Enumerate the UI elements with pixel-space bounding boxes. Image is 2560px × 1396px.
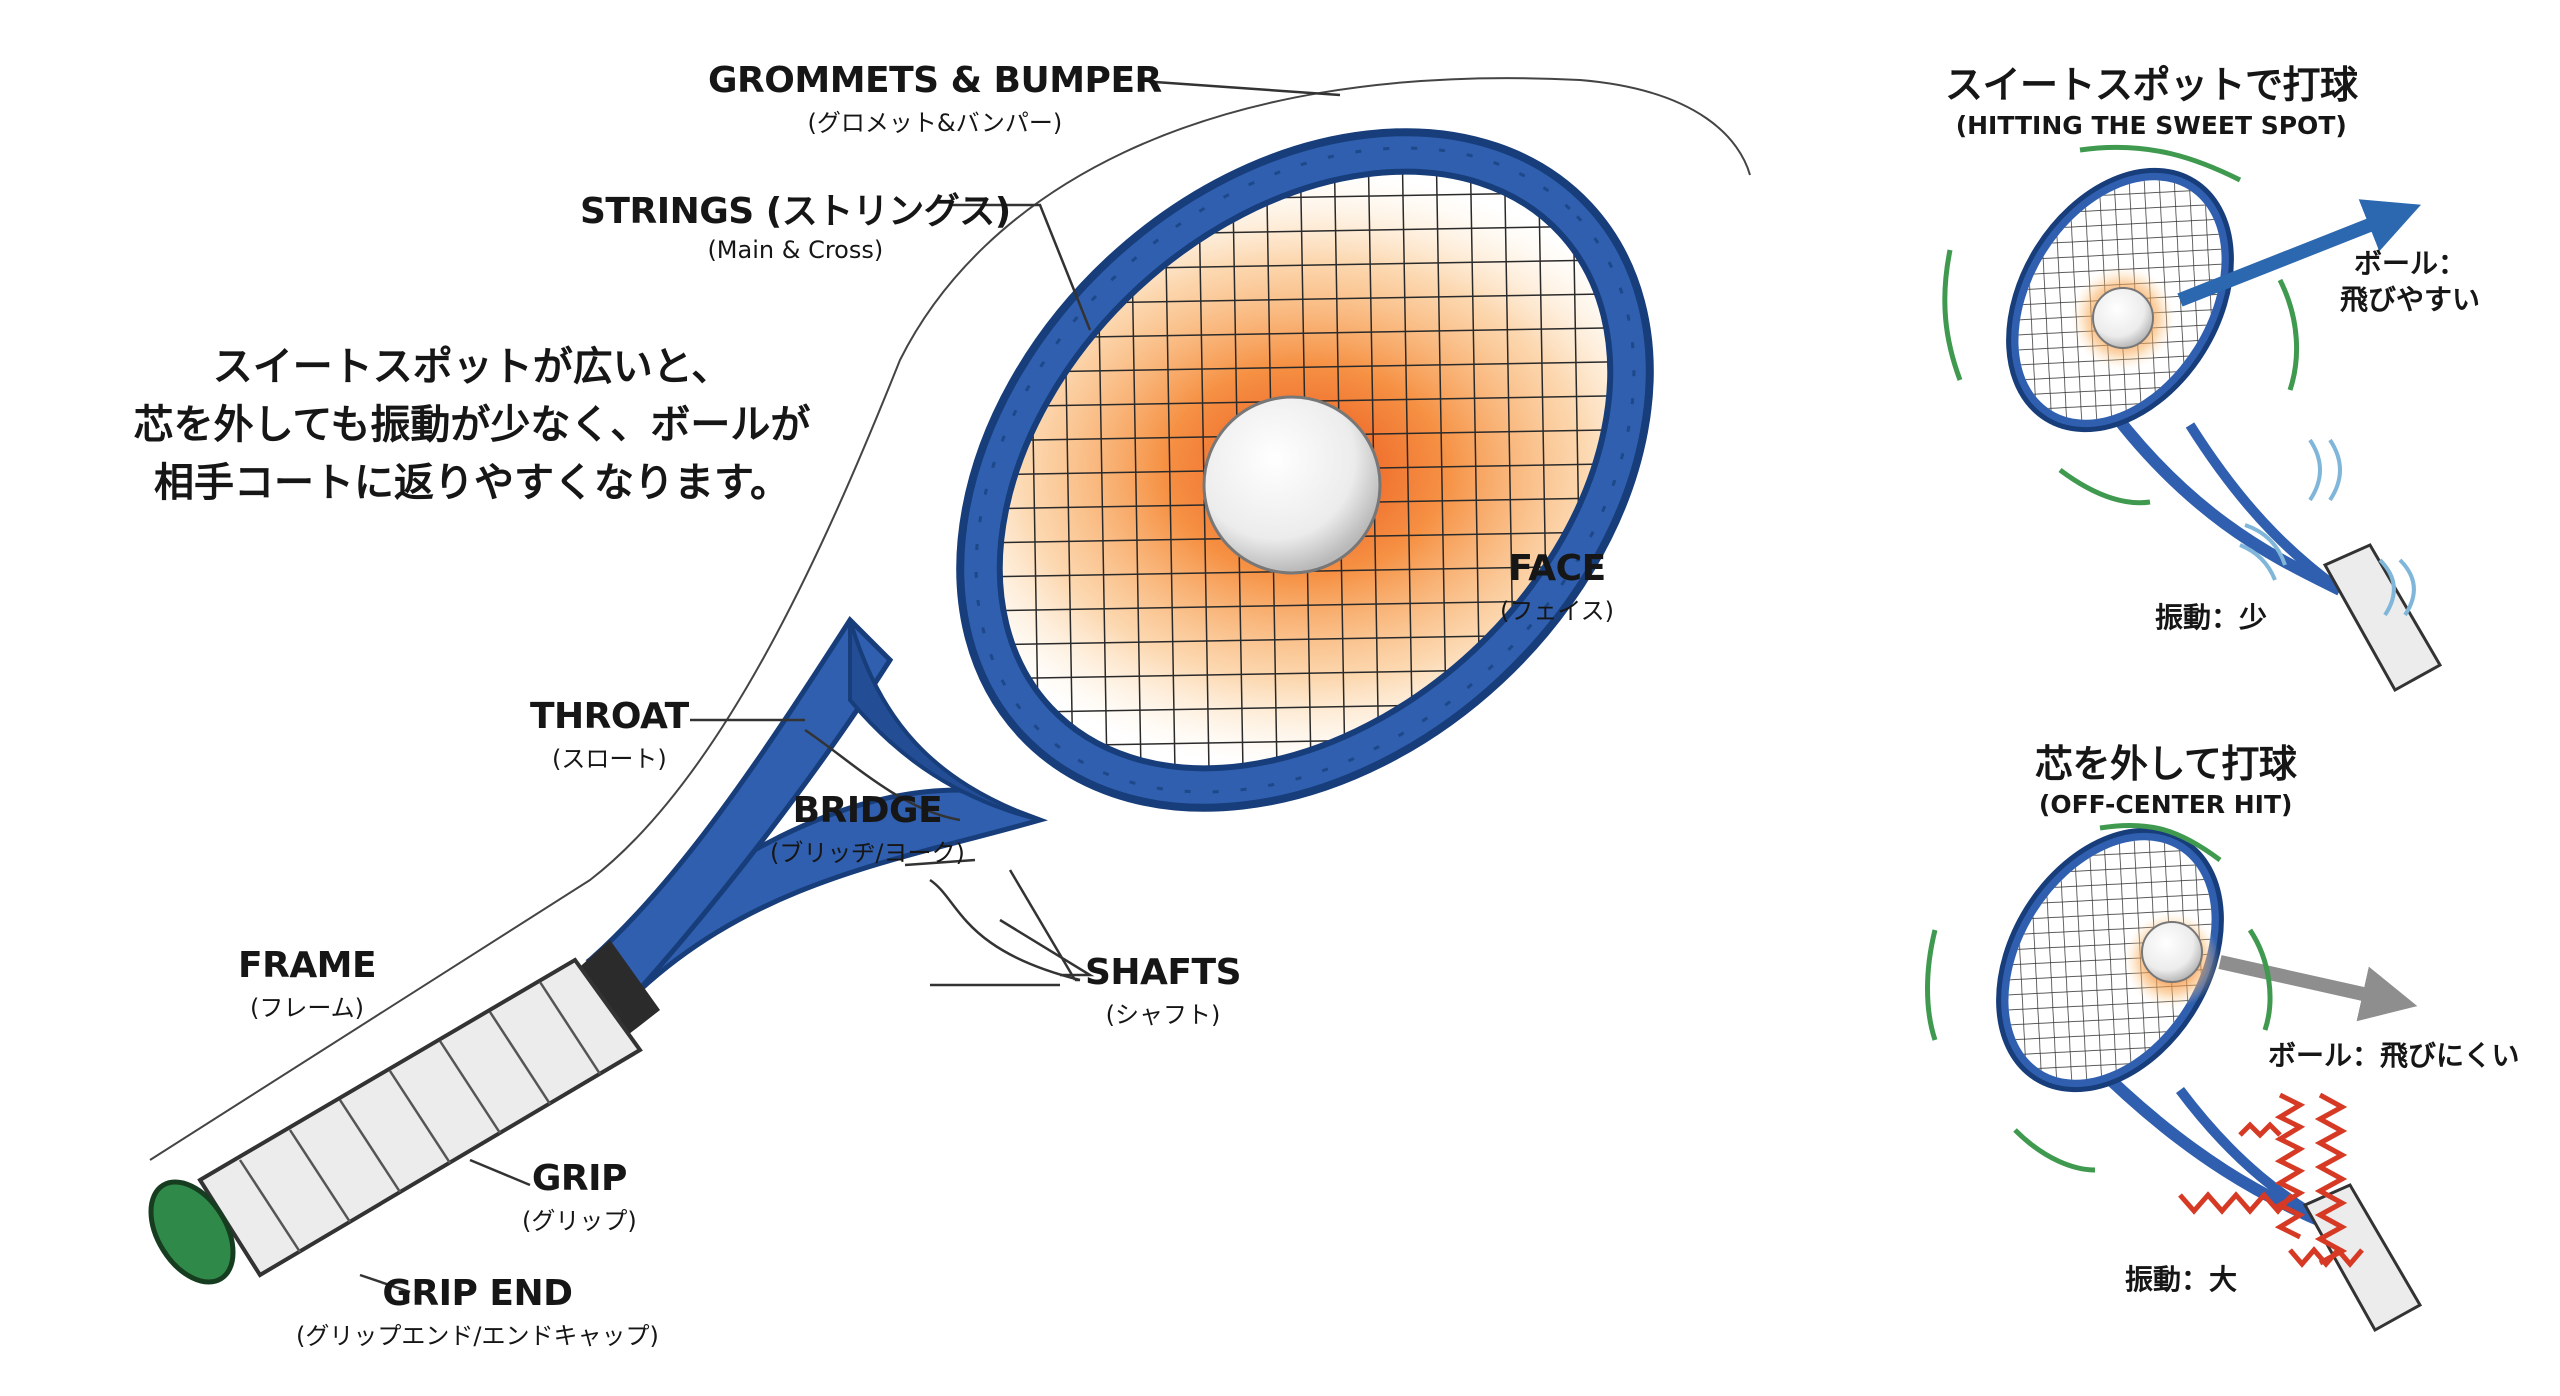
label-jp: (グリップエンド/エンドキャップ) — [296, 1322, 659, 1350]
motion-arc-icon — [1942, 144, 2299, 506]
bridge — [848, 619, 1041, 822]
label-jp: (グリップ) — [522, 1207, 637, 1235]
label-jp: (スロート) — [551, 745, 667, 773]
ball-icon — [2141, 921, 2203, 983]
grip-end-cap — [148, 1179, 236, 1285]
label-face: FACE (フェイス) — [1500, 548, 1614, 626]
label-en: STRINGS (ストリングス) — [580, 191, 1011, 232]
label-strings: STRINGS (ストリングス) (Main & Cross) — [580, 182, 1011, 264]
label-grip-end: GRIP END (グリップエンド/エンドキャップ) — [296, 1273, 659, 1351]
off-vibration-label: 振動：大 — [2125, 1263, 2238, 1296]
shaft-upper — [586, 616, 894, 1004]
main-racket — [148, 52, 1751, 1285]
grip — [148, 957, 643, 1285]
panel-title-jp: スイートスポットで打球 — [1945, 63, 2358, 107]
panel-title-en: (OFF-CENTER HIT) — [2038, 790, 2293, 819]
label-shafts: SHAFTS (シャフト) — [1085, 952, 1242, 1030]
label-frame: FRAME (フレーム) — [238, 945, 377, 1023]
label-en: BRIDGE — [792, 790, 943, 831]
sweet-spot-title: スイートスポットで打球 (HITTING THE SWEET SPOT) — [1945, 54, 2358, 140]
label-bridge: BRIDGE (ブリッヂ/ヨーク) — [770, 790, 965, 868]
label-en: GROMMETS & BUMPER — [708, 60, 1162, 101]
leader-lines — [359, 80, 1341, 1294]
arrow-gray-icon — [2218, 955, 2418, 1022]
label-jp: (フレーム) — [250, 994, 365, 1022]
ball-icon — [1202, 395, 1382, 575]
label-jp: (Main & Cross) — [707, 236, 884, 264]
sweet-ball-label: ボール： 飛びやすい — [2340, 246, 2480, 318]
panel-title-en: (HITTING THE SWEET SPOT) — [1955, 111, 2347, 140]
vibration-wave-icon — [2239, 438, 2416, 617]
label-grommets: GROMMETS & BUMPER (グロメット&バンパー) — [708, 60, 1162, 138]
ball-label-line: 飛びやすい — [2340, 283, 2481, 316]
panel-title-jp: 芯を外して打球 — [2035, 742, 2297, 786]
arrow-blue-icon — [2177, 199, 2422, 307]
label-en: GRIP END — [382, 1273, 573, 1314]
label-en: FACE — [1508, 548, 1606, 589]
label-grip: GRIP (グリップ) — [522, 1158, 637, 1236]
off-ball-label: ボール：飛びにくい — [2268, 1039, 2520, 1072]
label-jp: (ブリッヂ/ヨーク) — [770, 839, 965, 867]
label-jp: (フェイス) — [1500, 597, 1615, 625]
ball-label-line: ボール： — [2354, 247, 2467, 280]
explanation-note: スイートスポットが広いと、 芯を外しても振動が少なく、ボールが 相手コートに返り… — [92, 338, 852, 512]
ball-icon — [2092, 287, 2154, 349]
label-en: SHAFTS — [1085, 952, 1242, 993]
label-en: GRIP — [531, 1158, 628, 1199]
label-throat: THROAT (スロート) — [530, 696, 689, 774]
label-en: THROAT — [530, 696, 689, 737]
note-line: 相手コートに返りやすくなります。 — [154, 460, 790, 506]
vibration-zigzag-icon — [2178, 1092, 2364, 1268]
label-jp: (シャフト) — [1105, 1001, 1221, 1029]
motion-arc-icon — [1925, 822, 2273, 1173]
sweet-vibration-label: 振動：少 — [2155, 601, 2268, 634]
grip-collar — [565, 940, 660, 1045]
label-jp: (グロメット&バンパー) — [807, 109, 1063, 137]
note-line: スイートスポットが広いと、 — [212, 344, 732, 390]
note-line: 芯を外しても振動が少なく、ボールが — [133, 402, 811, 448]
off-center-title: 芯を外して打球 (OFF-CENTER HIT) — [2035, 733, 2297, 819]
label-en: FRAME — [238, 945, 377, 986]
